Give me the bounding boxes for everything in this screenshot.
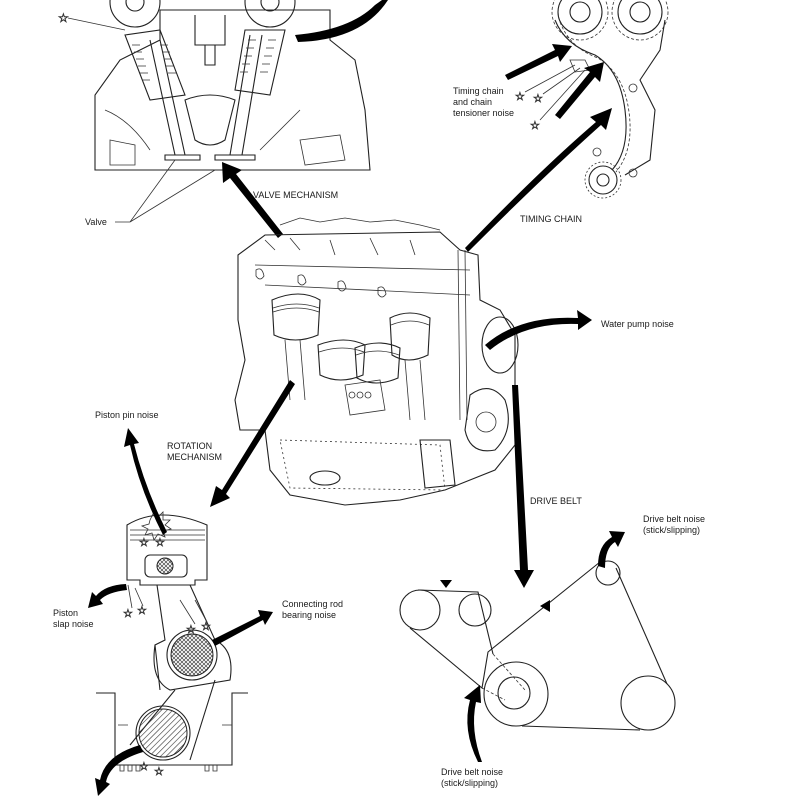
drive-belt-noise-arrow-lower xyxy=(464,685,482,762)
timing-chain-illustration: ☆ ☆ ☆ xyxy=(515,0,669,199)
svg-text:☆: ☆ xyxy=(533,93,543,105)
svg-text:☆: ☆ xyxy=(154,766,164,778)
valve-mechanism-title: VALVE MECHANISM xyxy=(253,190,339,200)
connecting-rod-bearing-noise-label: Connecting rod bearing noise xyxy=(282,599,344,620)
piston-pin-noise-arrow xyxy=(124,428,167,535)
crank-bearing-noise-arrow xyxy=(95,745,143,796)
water-pump-noise-arrow xyxy=(485,310,592,350)
connecting-rod-bearing-noise-arrow xyxy=(212,610,273,646)
svg-text:☆: ☆ xyxy=(139,761,149,773)
svg-text:☆: ☆ xyxy=(530,120,540,132)
valve-noise-arrow xyxy=(295,0,388,42)
drive-belt-illustration xyxy=(399,560,676,731)
valve-leader-line xyxy=(115,159,216,223)
drive-belt-noise-label-lower: Drive belt noise (stick/slipping) xyxy=(441,767,504,788)
timing-chain-title: TIMING CHAIN xyxy=(520,214,582,224)
timing-chain-noise-label: Timing chain and chain tensioner noise xyxy=(453,86,515,118)
engine-block-illustration xyxy=(234,217,519,506)
drive-belt-noise-arrow-upper xyxy=(598,531,625,568)
svg-text:☆: ☆ xyxy=(123,608,133,620)
water-pump-noise-label: Water pump noise xyxy=(601,319,674,329)
valve-label: Valve xyxy=(85,217,107,227)
drive-belt-arrow xyxy=(512,385,534,588)
drive-belt-noise-label-upper: Drive belt noise (stick/slipping) xyxy=(643,514,706,535)
svg-text:☆: ☆ xyxy=(155,537,165,549)
valve-mechanism-arrow xyxy=(222,162,283,238)
svg-text:☆: ☆ xyxy=(201,621,211,633)
timing-chain-arrow-2 xyxy=(555,62,604,119)
svg-text:☆: ☆ xyxy=(515,91,525,103)
svg-text:☆: ☆ xyxy=(139,537,149,549)
svg-text:☆: ☆ xyxy=(186,624,196,636)
belt-marker-triangle xyxy=(440,580,452,588)
svg-text:☆: ☆ xyxy=(137,605,147,617)
drive-belt-title: DRIVE BELT xyxy=(530,496,582,506)
rotation-mechanism-title: ROTATION MECHANISM xyxy=(167,441,223,462)
cylinder-head-illustration: ☆ xyxy=(58,0,371,171)
belt-marker-triangle xyxy=(540,600,550,612)
piston-conrod-illustration: ☆ ☆ ☆ ☆ ☆ ☆ ☆ ☆ xyxy=(96,511,248,778)
rotation-mechanism-arrow xyxy=(210,380,295,507)
piston-pin-noise-label: Piston pin noise xyxy=(95,410,159,420)
svg-text:☆: ☆ xyxy=(58,11,69,25)
timing-chain-to-engine-arrow xyxy=(465,108,612,252)
timing-chain-arrow-1 xyxy=(505,44,572,80)
piston-slap-noise-arrow xyxy=(88,584,127,608)
piston-slap-noise-label: Piston slap noise xyxy=(53,608,94,629)
